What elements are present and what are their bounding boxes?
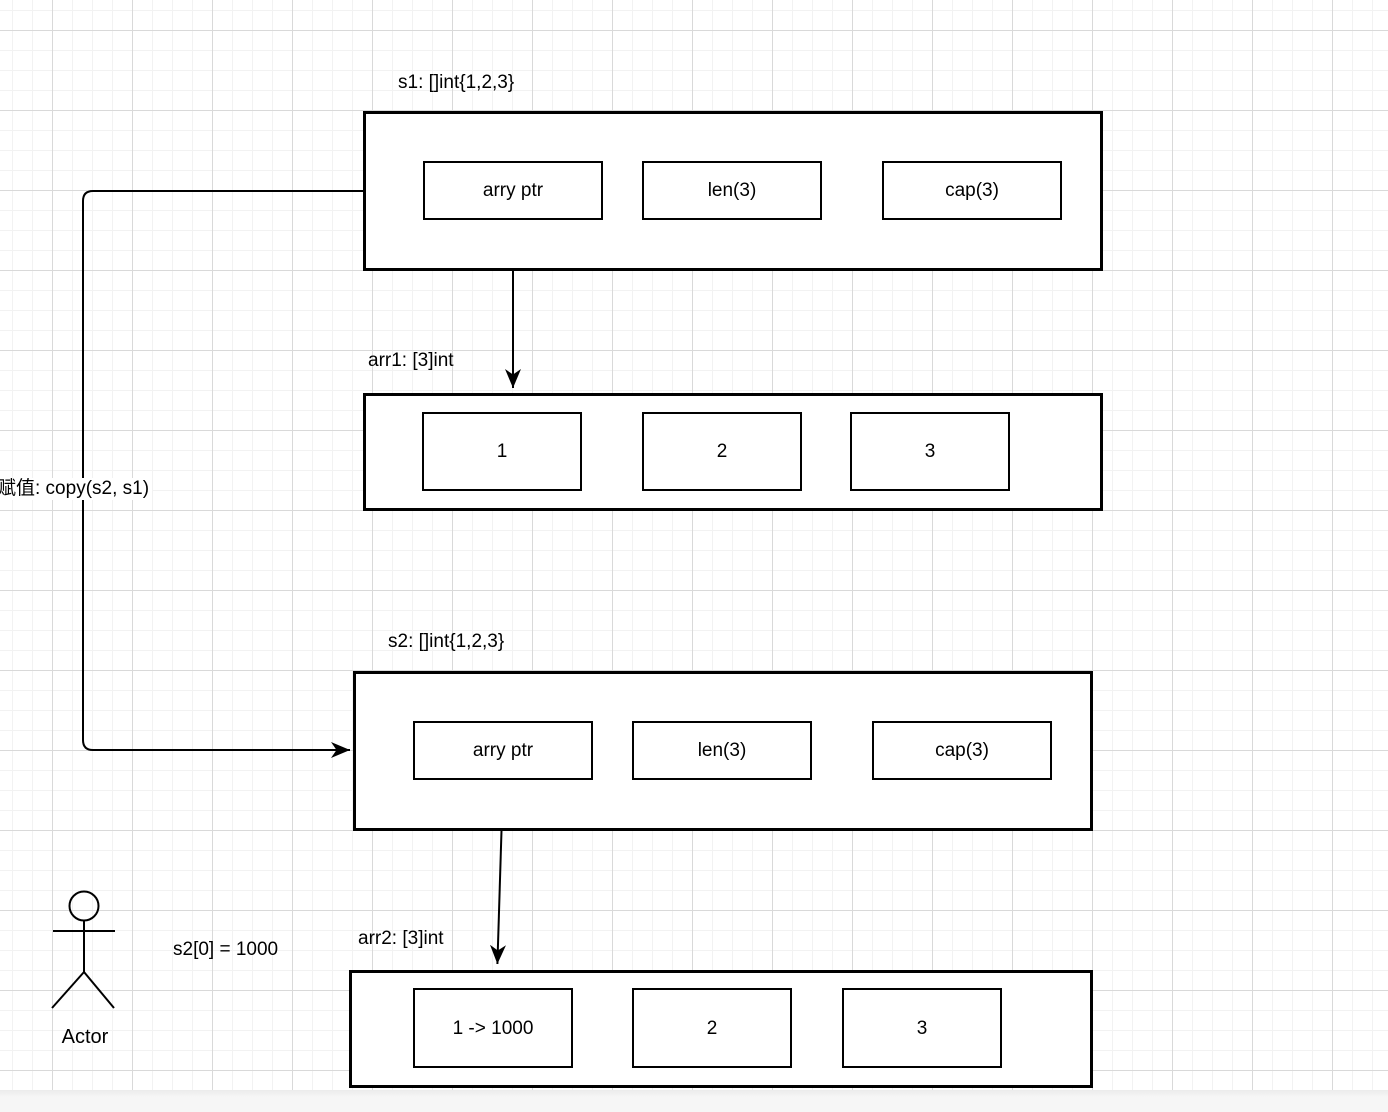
s1-cell-len[interactable]: len(3) (642, 161, 822, 220)
actor-icon[interactable] (51, 890, 115, 1009)
canvas-bottom-edge (0, 1090, 1388, 1112)
s2-cell-len[interactable]: len(3) (632, 721, 812, 780)
arr2-cell-2[interactable]: 3 (842, 988, 1002, 1068)
arr2-array-box[interactable]: 1 -> 1000 2 3 (349, 970, 1093, 1088)
arr1-array-box[interactable]: 1 2 3 (363, 393, 1103, 511)
s2-cell-cap[interactable]: cap(3) (872, 721, 1052, 780)
arr1-cell-2[interactable]: 3 (850, 412, 1010, 491)
arr1-label[interactable]: arr1: [3]int (368, 350, 454, 371)
s2-struct-box[interactable]: arry ptr len(3) cap(3) (353, 671, 1093, 831)
arr2-label[interactable]: arr2: [3]int (358, 928, 444, 949)
copy-edge-label[interactable]: 赋值: copy(s2, s1) (0, 478, 153, 500)
arr1-cell-0[interactable]: 1 (422, 412, 582, 491)
s1-label[interactable]: s1: []int{1,2,3} (398, 72, 515, 93)
assignment-annotation[interactable]: s2[0] = 1000 (173, 939, 279, 960)
arr2-cell-0[interactable]: 1 -> 1000 (413, 988, 573, 1068)
arr2-cell-1[interactable]: 2 (632, 988, 792, 1068)
s1-cell-cap[interactable]: cap(3) (882, 161, 1062, 220)
s1-struct-box[interactable]: arry ptr len(3) cap(3) (363, 111, 1103, 271)
edge-copy-s1-to-s2[interactable] (82, 190, 363, 758)
s1-cell-arry-ptr[interactable]: arry ptr (423, 161, 603, 220)
arr1-cell-1[interactable]: 2 (642, 412, 802, 491)
s2-label[interactable]: s2: []int{1,2,3} (388, 631, 505, 652)
s2-cell-arry-ptr[interactable]: arry ptr (413, 721, 593, 780)
actor-label[interactable]: Actor (61, 1026, 109, 1048)
